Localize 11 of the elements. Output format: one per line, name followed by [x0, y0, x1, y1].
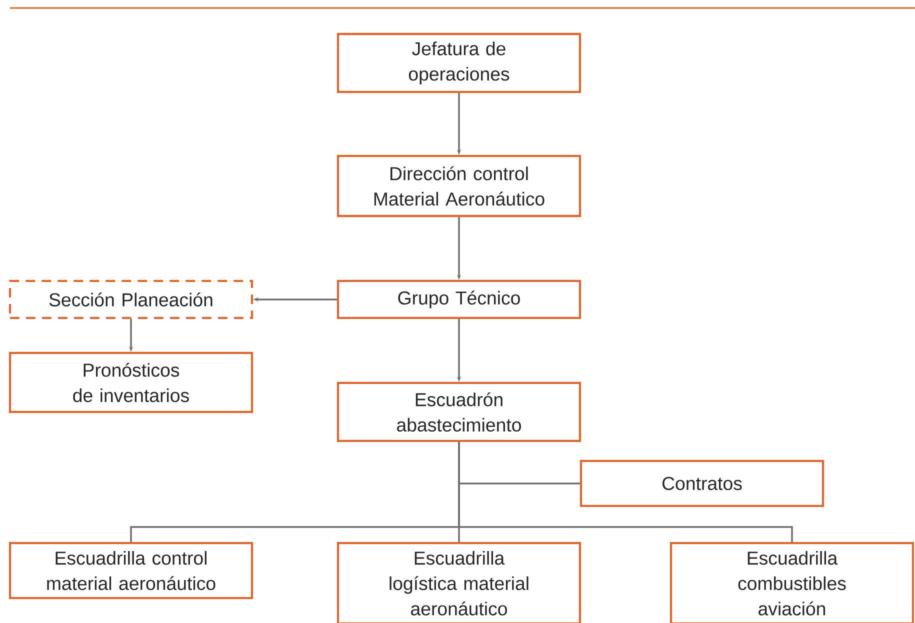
org-box: Escuadrón abastecimiento: [336, 382, 582, 442]
org-box: Contratos: [580, 460, 824, 508]
org-box: Dirección control Material Aeronáutico: [336, 154, 582, 218]
org-box: Pronósticos de inventarios: [8, 352, 254, 414]
connector: [458, 442, 793, 542]
org-box: Grupo Técnico: [336, 280, 582, 320]
org-box: Jefatura de operaciones: [336, 32, 582, 94]
dashed-box: Sección Planeación: [8, 280, 254, 320]
org-box: Escuadrilla logística material aeronáutico: [336, 542, 582, 623]
org-box: Escuadrilla combustibles aviación: [670, 542, 914, 623]
org-box: Escuadrilla control material aeronáutico: [8, 542, 254, 600]
